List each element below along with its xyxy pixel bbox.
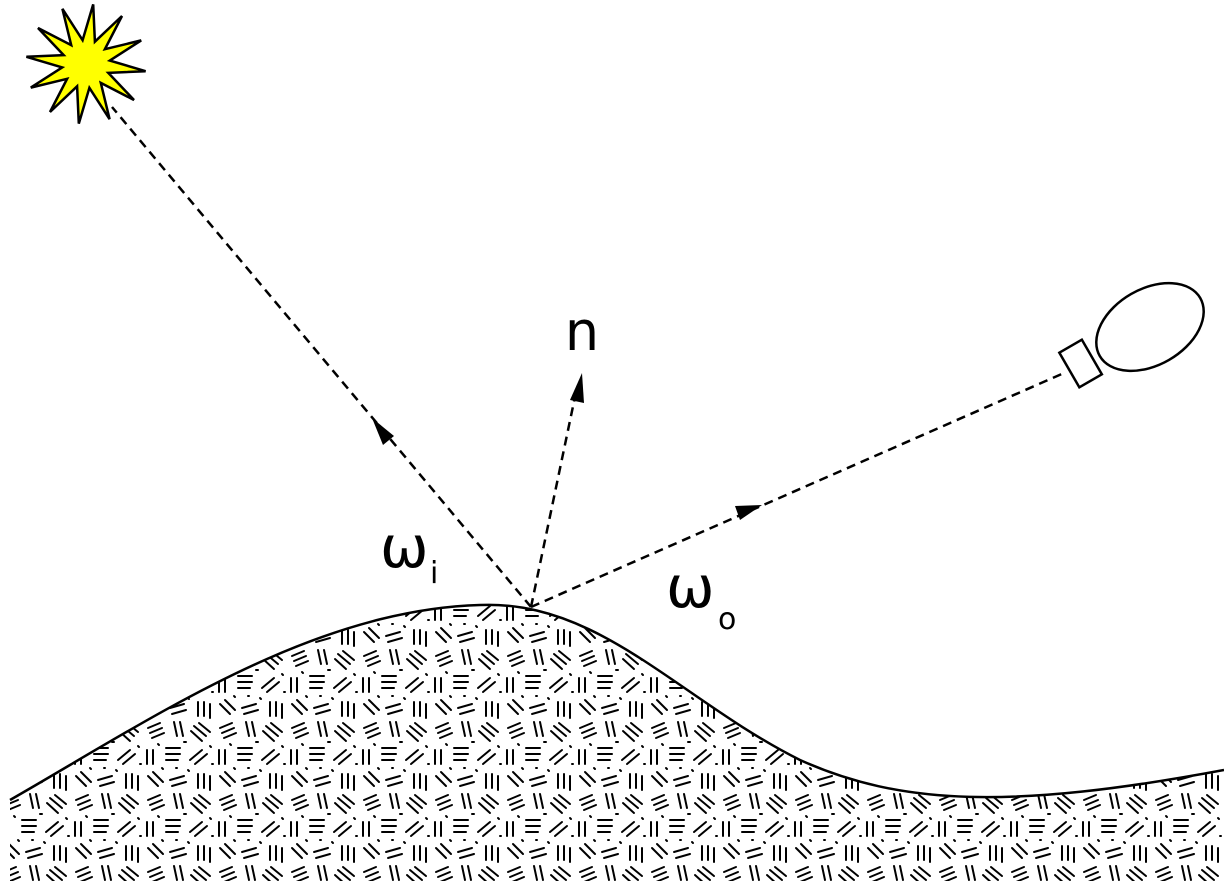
- normal-arrowhead: [570, 373, 584, 403]
- star-burst-icon: [26, 4, 146, 124]
- surface-ground: [10, 604, 1224, 881]
- outgoing-subscript: o: [718, 602, 736, 637]
- camera-icon: [1057, 281, 1205, 390]
- outgoing-ray: [530, 371, 1065, 609]
- incident-subscript: i: [430, 556, 438, 591]
- outgoing-arrowhead: [735, 505, 762, 520]
- surface-outline: [9, 603, 1224, 802]
- incident-label: ω: [380, 513, 429, 581]
- normal-ray: [529, 391, 578, 608]
- incident-ray: [111, 106, 532, 608]
- outgoing-label: ω: [666, 553, 715, 621]
- normal-label: n: [565, 300, 599, 363]
- incident-arrowhead: [372, 418, 394, 445]
